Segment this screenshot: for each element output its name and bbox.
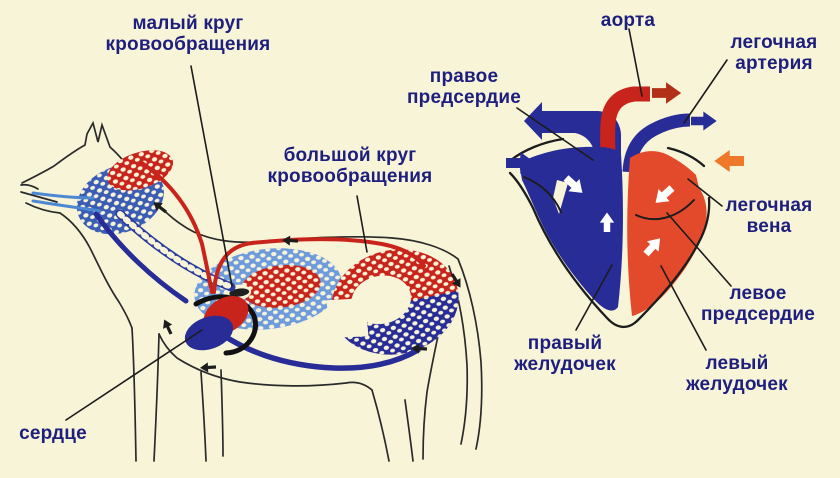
leader-line (356, 195, 368, 253)
label-left-atrium: левое предсердие (700, 283, 816, 325)
aorta-arrow-icon (652, 82, 682, 104)
leader-line (687, 178, 723, 207)
label-left-ventricle: левый желудочек (686, 353, 788, 395)
label-big-circulation: большой круг кровообращения (267, 145, 433, 187)
label-aorta: аорта (600, 10, 656, 31)
jugular-vein-path (93, 211, 189, 304)
heart-figure (506, 82, 744, 329)
leader-line (683, 59, 728, 124)
dog-outline (20, 120, 483, 462)
leader-line (575, 264, 613, 331)
pulmonary-artery-arrow-icon (691, 111, 717, 131)
pulmonary-artery-vessel (622, 113, 691, 173)
leader-line (190, 65, 233, 287)
heart-outline (508, 137, 711, 329)
leader-line (628, 28, 643, 97)
pulmonary-vein-arrow-icon (714, 150, 744, 172)
carotid-artery-path (31, 199, 102, 213)
carotid-artery-path (31, 191, 95, 200)
right-heart-half (519, 146, 623, 311)
atrium-border-line (523, 176, 562, 213)
label-right-atrium: правое предсердие (406, 66, 522, 108)
flow-arrow-icon (281, 235, 299, 246)
label-heart: сердце (19, 423, 87, 444)
left-heart-half (627, 151, 707, 316)
flow-arrow-icon (159, 317, 176, 337)
vena-cava-vessel (524, 102, 621, 161)
leader-line (516, 107, 594, 161)
label-pulmonary-vein: легочная вена (725, 195, 813, 237)
leader-line (666, 212, 732, 287)
body-capillary-mesh (326, 249, 459, 355)
atrium-border-line (635, 199, 695, 221)
label-pulmonary-artery: легочная артерия (730, 32, 818, 74)
label-small-circulation: малый круг кровообращения (105, 13, 271, 55)
dog-tail (457, 258, 483, 450)
neck-artery-path (140, 161, 214, 294)
ribbed-vessel-rungs (117, 211, 234, 290)
leader-line (65, 329, 203, 421)
leader-line (660, 265, 707, 351)
dog-figure (20, 120, 483, 462)
dog-heart (184, 294, 258, 356)
label-right-ventricle: правый желудочек (514, 333, 616, 375)
caudal-vein-path (205, 321, 421, 371)
